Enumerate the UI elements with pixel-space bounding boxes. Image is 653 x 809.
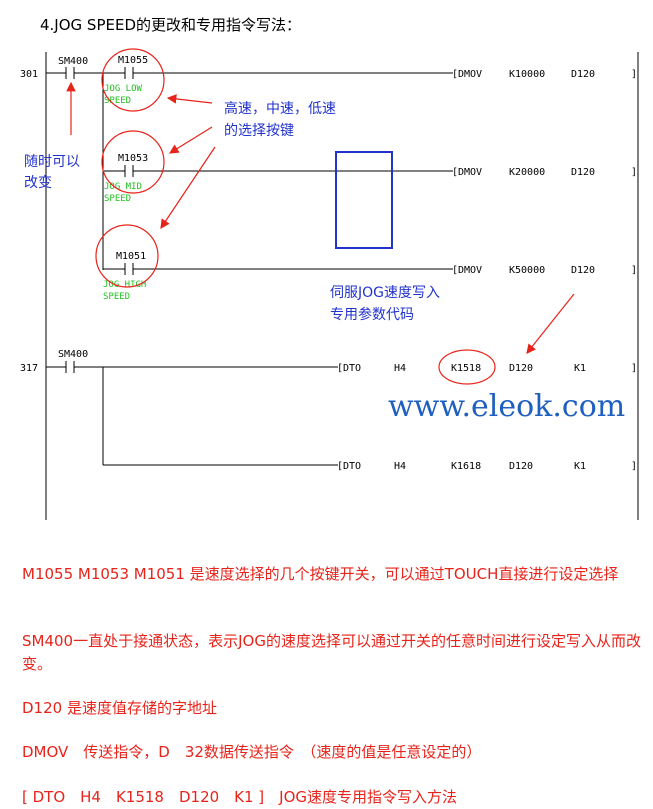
comment-m1055-line2: SPEED [104,96,131,106]
svg-text:[: [ [337,363,343,374]
operand-k1618: K1618 [451,461,481,472]
description-4: DMOV 传送指令，D 32数据传送指令 （速度的值是任意设定的） [22,743,482,761]
operand-d120-1: D120 [571,69,595,80]
contact-label-sm400-2: SM400 [58,349,88,360]
instr-dto-1: DTO [343,363,361,374]
svg-text:]: ] [631,167,637,178]
page-title: 4.JOG SPEED的更改和专用指令写法： [40,16,302,34]
instr-dmov-1: DMOV [458,69,482,80]
contact-label-sm400-1: SM400 [58,56,88,67]
highlight-ellipse-k1518 [438,349,496,385]
svg-text:]: ] [631,69,637,80]
svg-text:[: [ [452,265,458,276]
operand-k1518: K1518 [451,363,481,374]
arrow-to-m1051 [160,146,216,229]
instr-dmov-3: DMOV [458,265,482,276]
arrow-to-d120 [526,293,575,354]
note-speed-select-line2: 的选择按键 [224,123,294,139]
contact-label-m1053: M1053 [118,153,148,164]
branch-m1055: M1055 JOG LOW SPEED [ DMOV K10000 D120 ] [101,48,637,112]
operand-h4-1: H4 [394,363,406,374]
note-change-anytime-line2: 改变 [24,175,52,191]
comment-m1051-line2: SPEED [103,292,130,302]
svg-text:]: ] [631,363,637,374]
blue-highlight-box [335,151,393,249]
operand-d120-4: D120 [509,363,533,374]
arrow-to-m1055 [166,94,213,104]
note-change-anytime-line1: 随时可以 [24,154,80,170]
branch-m1051: M1051 JOG HIGH SPEED [ DMOV K50000 D120 … [95,224,637,302]
operand-h4-2: H4 [394,461,406,472]
operand-k10000: K10000 [509,69,545,80]
operand-k1-1: K1 [574,363,586,374]
operand-d120-2: D120 [571,167,595,178]
dto-row-1: [ DTO H4 K1518 D120 K1 ] [337,349,637,385]
description-5: [ DTO H4 K1518 D120 K1 ] JOG速度专用指令写入方法 [22,788,458,806]
description-1: M1055 M1053 M1051 是速度选择的几个按键开关，可以通过TOUCH… [22,565,619,583]
contact-label-m1051: M1051 [116,251,146,262]
step-number-301: 301 [20,69,38,80]
comment-m1053-line2: SPEED [104,194,131,204]
svg-text:[: [ [337,461,343,472]
operand-d120-5: D120 [509,461,533,472]
operand-k50000: K50000 [509,265,545,276]
instr-dto-2: DTO [343,461,361,472]
contact-label-m1055: M1055 [118,55,148,66]
note-servo-jog-line1: 伺服JOG速度写入 [330,285,440,301]
ladder-diagram: 301 SM400 M1055 JOG LOW SPEED [ DMOV K10… [20,48,639,520]
operand-k20000: K20000 [509,167,545,178]
highlight-circle-m1053 [101,130,165,194]
comment-m1053-line1: JOG MID [104,182,142,192]
svg-text:]: ] [631,461,637,472]
instr-dmov-2: DMOV [458,167,482,178]
svg-text:]: ] [631,265,637,276]
operand-k1-2: K1 [574,461,586,472]
highlight-circle-m1051 [95,224,159,288]
branch-m1053: M1053 JOG MID SPEED [ DMOV K20000 D120 ] [101,130,637,204]
description-3: D120 是速度值存储的字地址 [22,699,217,717]
note-servo-jog-line2: 专用参数代码 [330,306,414,323]
comment-m1055-line1: JOG LOW [104,84,143,94]
arrow-to-m1053 [168,126,213,154]
operand-d120-3: D120 [571,265,595,276]
dto-row-2: [ DTO H4 K1618 D120 K1 ] [103,461,637,472]
comment-m1051-line1: JOG HIGH [103,280,146,290]
watermark: www.eleok.com [388,389,625,424]
highlight-circle-m1055 [101,48,165,112]
note-speed-select-line1: 高速，中速，低速 [224,100,336,117]
instr-bracket-open: [ [452,69,458,80]
svg-text:[: [ [452,167,458,178]
step-number-317: 317 [20,363,38,374]
description-2: SM400一直处于接通状态，表示JOG的速度选择可以通过开关的任意时间进行设定写… [22,632,641,673]
